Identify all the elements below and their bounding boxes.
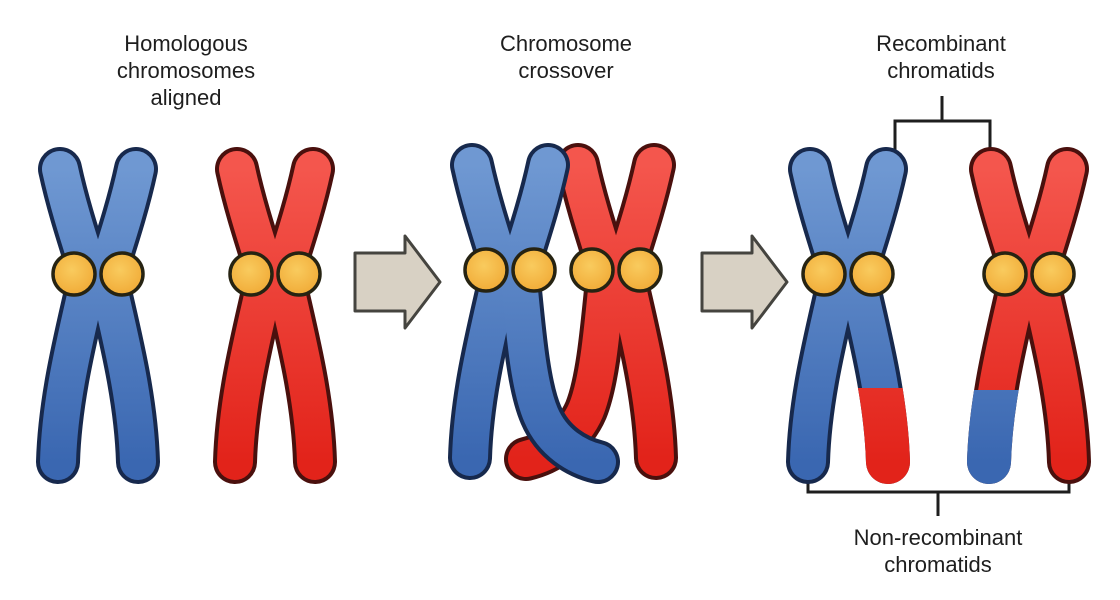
arrow-right-icon (353, 234, 442, 330)
centromere-icon (569, 247, 663, 293)
caption-line: chromatids (887, 58, 995, 83)
centromere-icon (801, 251, 895, 297)
caption-line: chromatids (884, 552, 992, 577)
panel2-caption: Chromosome crossover (500, 30, 632, 84)
centromere-icon (463, 247, 557, 293)
caption-line: Homologous (124, 31, 248, 56)
caption-line: aligned (150, 85, 222, 110)
red-chromosome-recombinant (967, 147, 1091, 484)
caption-line: Chromosome (499, 31, 633, 56)
caption-line: Non-recombinant (853, 525, 1023, 550)
blue-chromosome-aligned (36, 147, 160, 484)
caption-line: chromosomes (116, 58, 256, 83)
recombinant-bracket (893, 96, 992, 150)
blue-chromosome-crossover (448, 143, 620, 484)
non-recombinant-bracket (806, 466, 1071, 516)
panel1-caption: Homologous chromosomes aligned (117, 30, 255, 111)
centromere-icon (982, 251, 1076, 297)
recombinant-blue-segment (967, 390, 1019, 484)
red-chromosome-aligned (213, 147, 337, 484)
blue-chromosome-recombinant (786, 147, 910, 484)
recombinant-caption: Recombinant chromatids (876, 30, 1006, 84)
caption-line: Recombinant (876, 31, 1006, 56)
arrow-right-icon (700, 234, 789, 330)
centromere-icon (51, 251, 145, 297)
centromere-icon (228, 251, 322, 297)
caption-line: crossover (518, 58, 614, 83)
recombinant-red-segment (857, 388, 910, 484)
non-recombinant-caption: Non-recombinant chromatids (854, 524, 1023, 578)
